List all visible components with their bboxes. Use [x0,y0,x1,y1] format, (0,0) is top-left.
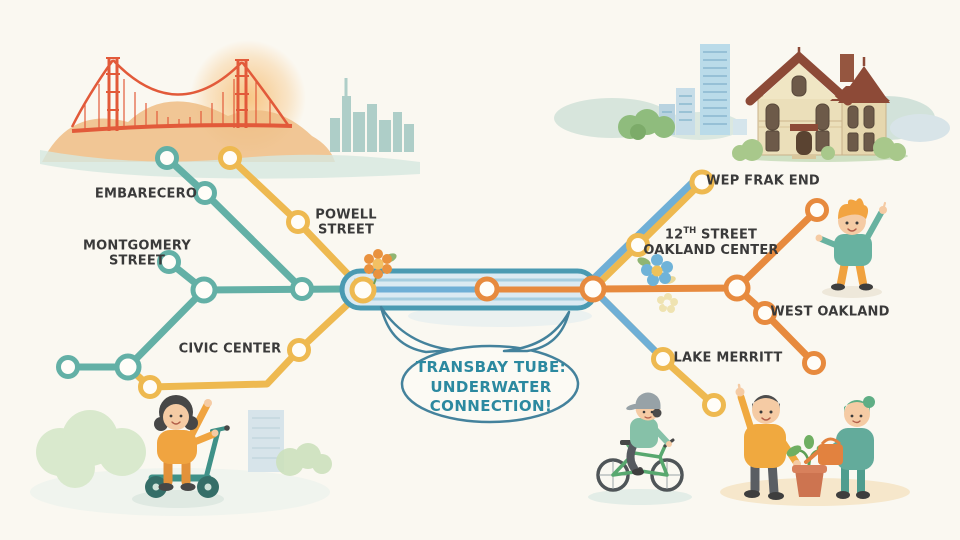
station-node [579,275,607,303]
station-node [702,393,726,417]
station-label-civic-center: CIVIC CENTER [178,341,282,357]
orange-flower [364,249,397,285]
transbay-tube-callout: TRANSBAY TUBE: UNDERWATER CONNECTION! [415,357,567,415]
blue-flower [637,254,676,286]
tower-roof [838,66,890,103]
yellow-flower [657,293,678,313]
bush [36,410,146,488]
station-node [651,347,675,371]
station-node [349,276,377,304]
station-label-12th-street: 12TH STREET OAKLAND CENTER [643,226,779,258]
golden-gate-bridge [70,57,293,133]
boy-pointing [735,383,801,500]
left-scenery [30,410,332,516]
house-bushes [732,137,906,161]
house-windows [765,75,875,152]
station-node [138,375,162,399]
station-node [190,276,218,304]
gardener-watering-plant [804,396,875,499]
station-node [474,276,500,302]
kid-waving [815,198,887,298]
station-node [805,198,829,222]
station-node [753,301,777,325]
station-node [56,355,80,379]
station-nodes [56,146,829,417]
station-label-west-oakland: WEST OAKLAND [770,304,890,320]
porch-roof [790,124,818,131]
trees [618,109,675,140]
station-node [287,338,311,362]
station-node [157,250,181,274]
chimney [840,54,854,82]
station-node [155,146,179,170]
station-node [114,353,142,381]
station-label-embarcadero: EMBARECERO [94,186,198,202]
station-label-wep-frak-end: WEP FRAK END [706,173,820,189]
station-node [218,146,242,170]
station-node [290,277,314,301]
front-door [796,131,812,155]
station-node [193,181,217,205]
girl-on-scooter [132,395,230,508]
station-node [802,351,826,375]
sf-skyline [330,78,414,152]
station-node [723,274,751,302]
bush [276,443,332,476]
station-node [689,169,715,195]
transbay-tube [339,268,599,311]
station-label-montgomery: MONTGOMERY STREET [83,238,191,269]
boy-on-bicycle [588,392,692,505]
station-label-powell: POWELL STREET [315,207,377,238]
station-label-lake-merritt: LAKE MERRITT [673,350,783,366]
oakland-scene [554,44,950,162]
watering-can [804,437,843,465]
station-node [286,210,310,234]
sf-hills [42,101,335,162]
hill [890,114,950,142]
speech-bubble [379,305,580,424]
victorian-house [732,47,908,162]
station-node [626,233,650,257]
